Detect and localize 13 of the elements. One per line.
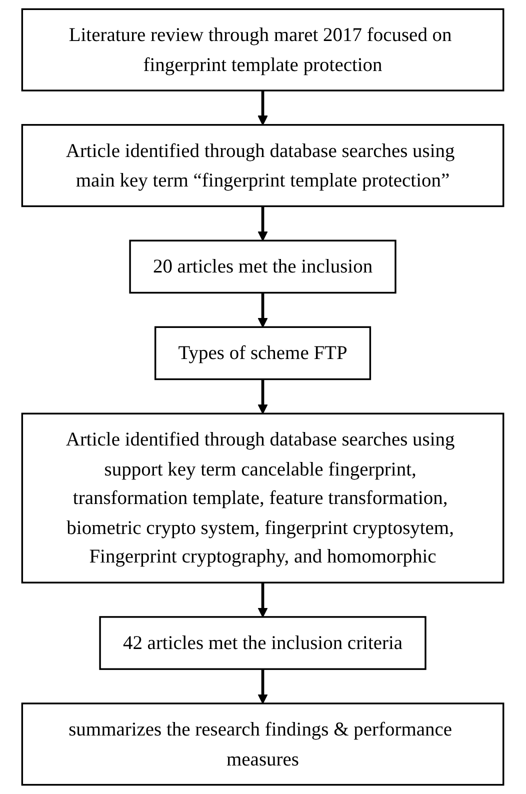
node-box: Article identified through database searches using main key term “fingerprint template protection” <box>22 124 504 208</box>
arrow <box>258 669 268 704</box>
node-box: Types of scheme FTP <box>154 326 372 380</box>
arrow <box>258 206 268 242</box>
arrow <box>258 582 268 618</box>
arrow <box>258 90 268 126</box>
arrow <box>258 292 268 328</box>
arrow <box>258 379 268 414</box>
node-box: summarizes the research findings & performance measures <box>22 702 504 786</box>
node-box: 20 articles met the inclusion <box>129 240 397 294</box>
node-box: Article identified through database searches using support key term cancelable fingerprint, transformation template, feature transformation, biometric crypto system, fingerprint cryptosytem, Fingerprint cryptography, and homomorphic <box>22 412 504 584</box>
node-box: 42 articles met the inclusion criteria <box>99 616 427 670</box>
node-box: Literature review through maret 2017 focused on fingerprint template protection <box>22 8 504 92</box>
